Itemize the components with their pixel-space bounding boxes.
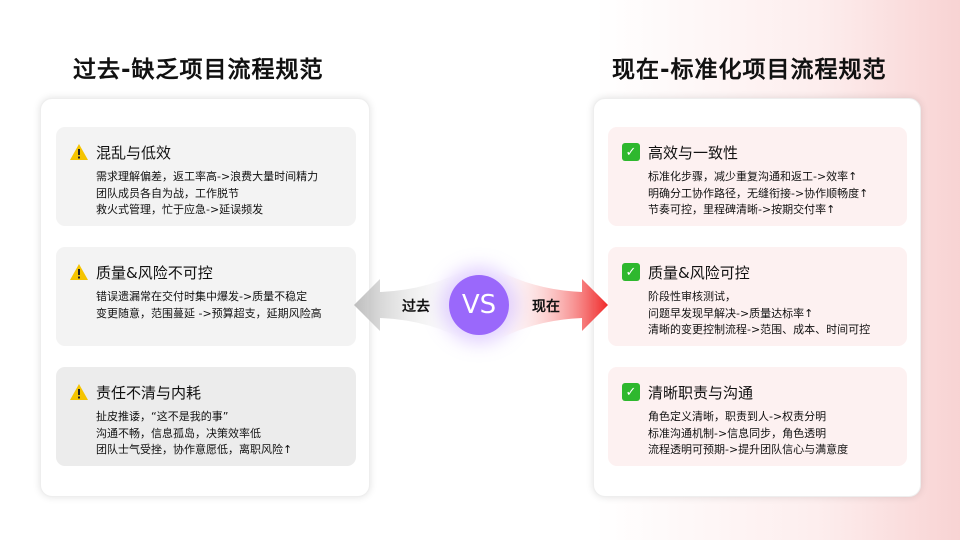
check-icon: ✓ (622, 263, 640, 281)
warning-icon (70, 143, 88, 161)
card-line: 标准沟通机制->信息同步，角色透明 (648, 426, 827, 440)
card-line: 团队成员各自为战，工作脱节 (96, 186, 239, 200)
vs-badge: VS (449, 275, 509, 335)
card-line: 救火式管理，忙于应急->延误频发 (96, 203, 264, 216)
card-title: 责任不清与内耗 (96, 383, 202, 402)
card: ✓ 清晰职责与沟通角色定义清晰，职责到人->权责分明标准沟通机制->信息同步，角色… (608, 367, 907, 466)
check-icon: ✓ (622, 383, 640, 401)
right-arrow (492, 267, 608, 343)
card-line: 错误遗漏常在交付时集中爆发->质量不稳定 (96, 290, 308, 303)
card-line: 团队士气受挫，协作意愿低，离职风险↑ (96, 443, 293, 456)
present-panel: ✓ 高效与一致性标准化步骤，减少重复沟通和返工->效率↑ 明确分工协作路径，无缝衔接… (593, 98, 921, 497)
past-panel: 混乱与低效需求理解偏差，返工率高->浪费大量时间精力团队成员各自为战，工作脱节救… (40, 98, 370, 497)
card-title: 质量&风险不可控 (96, 263, 213, 282)
card-line: 沟通不畅，信息孤岛，决策效率低 (96, 426, 261, 440)
card-line: 阶段性审核测试， (648, 290, 736, 303)
left-arrow (354, 267, 470, 343)
card-title: 混乱与低效 (96, 143, 172, 162)
card-line: 明确分工协作路径，无缝衔接->协作顺畅度↑ (648, 186, 869, 200)
warning-icon (70, 383, 88, 401)
check-icon: ✓ (622, 143, 640, 161)
card-title: 清晰职责与沟通 (648, 383, 754, 402)
card: 质量&风险不可控错误遗漏常在交付时集中爆发->质量不稳定变更随意，范围蔓延 ->… (56, 247, 356, 346)
card-title: 高效与一致性 (648, 143, 739, 162)
card: ✓ 高效与一致性标准化步骤，减少重复沟通和返工->效率↑ 明确分工协作路径，无缝衔接… (608, 127, 907, 226)
card-line: 清晰的变更控制流程->范围、成本、时间可控 (648, 323, 871, 336)
card-line: 角色定义清晰，职责到人->权责分明 (648, 410, 827, 423)
card-line: 需求理解偏差，返工率高->浪费大量时间精力 (96, 170, 319, 183)
warning-icon (70, 263, 88, 281)
card-line: 问题早发现早解决->质量达标率↑ (648, 306, 814, 320)
card-line: 变更随意，范围蔓延 ->预算超支，延期风险高 (96, 306, 322, 320)
card: ✓ 质量&风险可控阶段性审核测试， 问题早发现早解决->质量达标率↑ 清晰的变更控制流… (608, 247, 907, 346)
card-line: 流程透明可预期->提升团队信心与满意度 (648, 443, 849, 456)
card-line: 扯皮推诿，“这不是我的事” (96, 410, 229, 423)
left-title: 过去-缺乏项目流程规范 (73, 57, 324, 83)
card-line: 节奏可控，里程碑清晰->按期交付率↑ (648, 203, 836, 216)
comparison-arrows (354, 267, 608, 343)
present-label: 现在 (532, 299, 560, 315)
past-label: 过去 (402, 299, 430, 315)
card-line: 标准化步骤，减少重复沟通和返工->效率↑ (648, 170, 858, 183)
right-title: 现在-标准化项目流程规范 (612, 57, 887, 83)
card: 混乱与低效需求理解偏差，返工率高->浪费大量时间精力团队成员各自为战，工作脱节救… (56, 127, 356, 226)
card-title: 质量&风险可控 (648, 263, 750, 282)
card: 责任不清与内耗扯皮推诿，“这不是我的事” 沟通不畅，信息孤岛，决策效率低团队士气受… (56, 367, 356, 466)
